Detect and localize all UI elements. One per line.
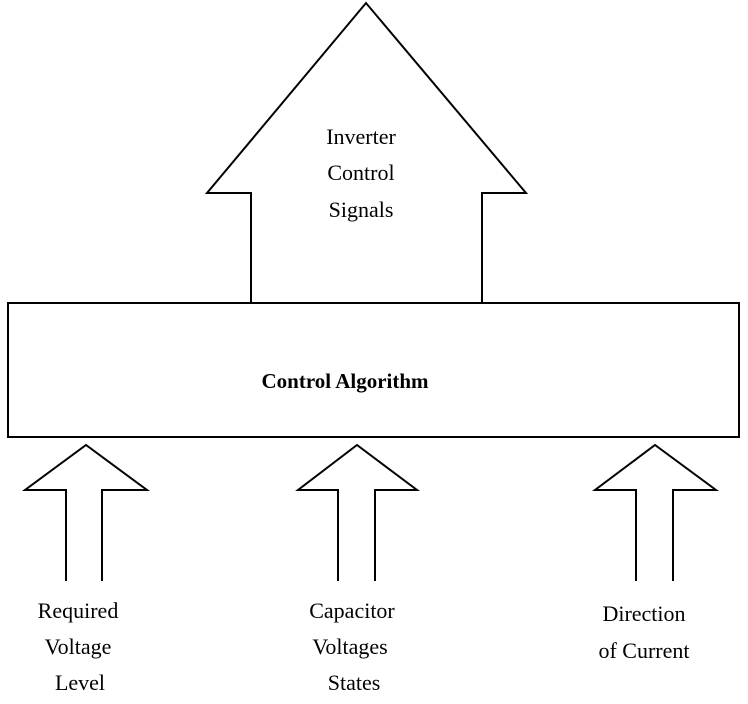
input-3-label-line-1: Direction xyxy=(602,601,685,626)
input-arrow-required-voltage: Required Voltage Level xyxy=(21,443,151,695)
output-arrow-outline xyxy=(204,1,529,303)
output-arrow-label-line-2: Control xyxy=(327,160,394,185)
output-arrow-label-line-1: Inverter xyxy=(326,124,396,149)
control-algorithm-block: Control Algorithm xyxy=(7,302,740,438)
input-1-label-line-1: Required xyxy=(38,598,119,623)
input-arrow-2-outline xyxy=(295,443,420,581)
input-arrow-1-outline xyxy=(21,443,151,581)
control-algorithm-label: Control Algorithm xyxy=(261,369,429,393)
input-arrow-3-outline xyxy=(592,443,720,581)
input-arrow-capacitor-voltages: Capacitor Voltages States xyxy=(295,443,420,695)
input-2-label-line-1: Capacitor xyxy=(309,598,395,623)
input-1-label-line-2: Voltage xyxy=(45,634,112,659)
control-algorithm-box xyxy=(7,302,740,438)
output-arrow: Inverter Control Signals xyxy=(204,1,529,303)
input-arrow-direction-current: Direction of Current xyxy=(592,443,720,663)
output-arrow-label-line-3: Signals xyxy=(329,197,394,222)
input-2-label-line-3: States xyxy=(328,670,381,695)
input-3-label-line-2: of Current xyxy=(598,638,689,663)
input-2-label-line-2: Voltages xyxy=(312,634,387,659)
input-1-label-line-3: Level xyxy=(55,670,105,695)
